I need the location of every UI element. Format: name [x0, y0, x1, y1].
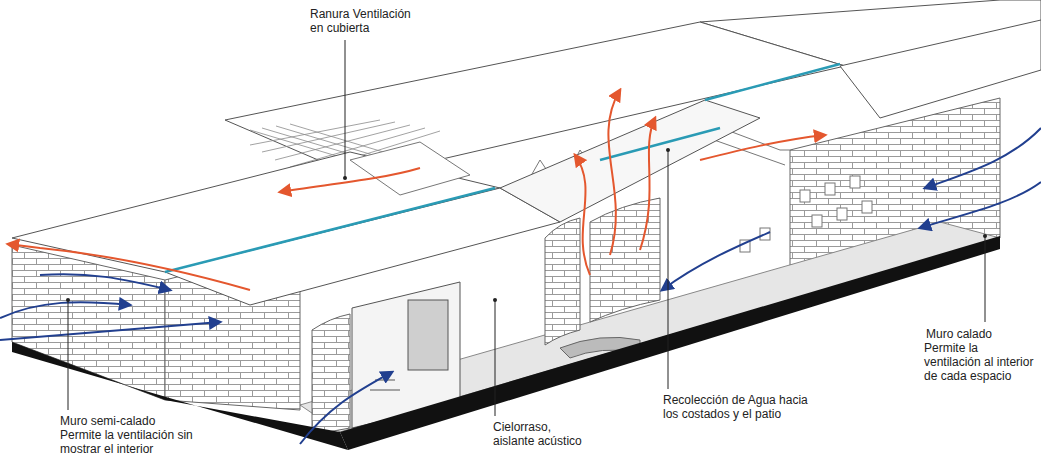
cool-air-arrow [920, 182, 1041, 228]
chair [812, 215, 822, 227]
leader-line [668, 150, 669, 389]
leader-dot [66, 298, 70, 302]
curved-wall [312, 314, 350, 438]
cool-air-arrow [925, 128, 1041, 188]
callout-label: Muro semi-calado [60, 414, 210, 428]
warm-air-arrow [575, 155, 590, 275]
warm-air-arrow [640, 118, 655, 250]
roof-plane [840, 20, 1041, 118]
chair [800, 190, 810, 202]
gutter [705, 64, 840, 100]
warm-air-arrow [280, 168, 420, 192]
leader-line [495, 300, 496, 416]
callout-label: Recolección de Agua hacia los costados y… [663, 393, 825, 421]
leader-line [985, 236, 986, 322]
leader-lines [68, 40, 985, 416]
leader-dot [493, 298, 497, 302]
callout-label: Permite la ventilación al interior de ca… [924, 341, 1036, 383]
leader-dot [983, 234, 987, 238]
leader-line [68, 300, 69, 410]
cool-air-arrow [662, 232, 770, 290]
roofs [12, 100, 760, 305]
semi-perforated-wall [12, 245, 165, 400]
cool-air-arrow [40, 274, 170, 290]
curved-wall [545, 218, 580, 345]
warm-air-arrow [608, 90, 620, 255]
gutter [165, 188, 495, 272]
leader-dot [343, 176, 347, 180]
warm-air-arrow [8, 244, 250, 290]
chair [850, 176, 860, 188]
roof-plane [500, 100, 760, 222]
leader-dots [66, 148, 987, 302]
roof-plane [225, 22, 845, 178]
roof-plane [165, 188, 560, 305]
gutter [600, 128, 720, 160]
roof-slot [350, 142, 470, 195]
cool-air-arrow [300, 372, 392, 444]
curved-wall [590, 198, 660, 322]
chair [825, 183, 835, 195]
base-slab [340, 236, 1000, 450]
warm-air-arrow [700, 135, 825, 160]
callout-label: Cielorraso, aislante acústico [493, 420, 595, 448]
callout-label: Permite la ventilación sin mostrar el in… [60, 428, 210, 456]
air-flows [0, 90, 1041, 444]
acoustic-panel [408, 300, 448, 370]
chair [862, 201, 872, 213]
callout-label: Ranura Ventilación en cubierta [310, 7, 422, 35]
gutters [165, 64, 840, 272]
leader-dot [666, 148, 670, 152]
cool-air-arrow [0, 302, 130, 318]
cool-air-arrow [0, 322, 220, 340]
chairs [740, 176, 872, 252]
leader-line [345, 40, 346, 178]
chair [837, 208, 847, 220]
callout-label: Muro calado [926, 327, 1036, 341]
